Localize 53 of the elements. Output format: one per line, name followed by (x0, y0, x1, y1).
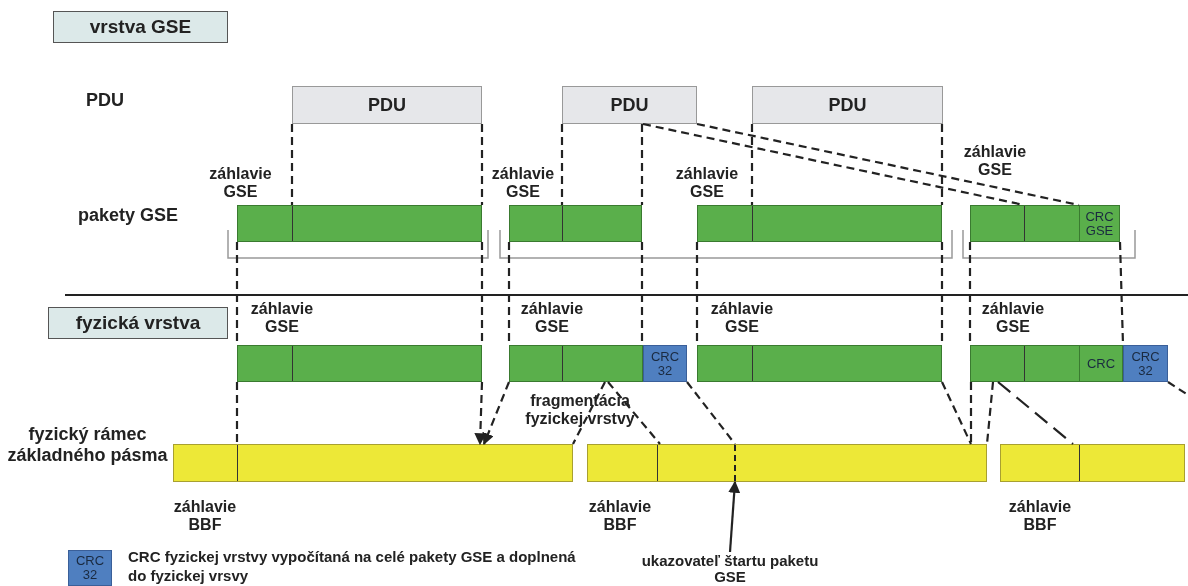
dashed-connector (560, 124, 564, 205)
gse-packet-bar (237, 205, 482, 242)
dashed-connector (480, 124, 484, 205)
dashed-connector (940, 124, 944, 205)
header-label: záhlavie GSE (519, 300, 585, 337)
dashed-connector (572, 381, 606, 445)
pointer-caption: ukazovateľ štartu paketu GSE (640, 552, 820, 586)
dashed-connector (969, 382, 973, 444)
arrow (728, 480, 741, 553)
header-label: záhlavie BBF (172, 498, 238, 535)
gse-packet-bar (509, 205, 642, 242)
layer-title-box: fyzická vrstva (48, 307, 228, 339)
baseband-frame-bar (587, 444, 987, 482)
dashed-connector (235, 382, 239, 444)
header-label: záhlavie BBF (1007, 498, 1073, 535)
crc-cell: CRC 32 (643, 345, 687, 382)
row-label: pakety GSE (76, 205, 179, 226)
gse-packet-bar (697, 205, 942, 242)
row-label: PDU (85, 90, 125, 111)
header-label: záhlavie BBF (587, 498, 653, 535)
row-label: fyzický rámec základného pásma (6, 424, 169, 466)
dashed-connector (607, 381, 661, 445)
gse-packet-bar (237, 345, 482, 382)
legend-swatch: CRC 32 (68, 550, 112, 586)
dashed-connector (750, 124, 754, 205)
header-label: záhlavie GSE (490, 165, 556, 202)
baseband-frame-bar (173, 444, 573, 482)
dashed-connector (997, 381, 1074, 445)
dashed-connector (1167, 381, 1188, 396)
dashed-connector (985, 381, 995, 445)
gse-packet-bar (970, 205, 1120, 242)
header-label: záhlavie GSE (709, 300, 775, 337)
dashed-connector (696, 122, 1080, 207)
pdu-box: PDU (562, 86, 697, 124)
gse-packet-bar (697, 345, 942, 382)
dashed-connector (290, 124, 294, 205)
crc-cell: CRC 32 (1123, 345, 1168, 382)
baseband-frame-bar (1000, 444, 1185, 482)
pdu-box: PDU (752, 86, 943, 124)
header-label: záhlavie GSE (980, 300, 1046, 337)
dashed-connector (482, 381, 511, 446)
header-label: záhlavie GSE (249, 300, 315, 337)
pdu-box: PDU (292, 86, 482, 124)
annotation-label: fragmentácia fyzickej vrstvy (524, 392, 636, 429)
dashed-connector (941, 381, 972, 445)
header-label: záhlavie GSE (208, 165, 273, 202)
layer-title-box: vrstva GSE (53, 11, 228, 43)
gse-packet-bar (970, 345, 1123, 382)
dashed-connector (640, 124, 644, 205)
header-label: záhlavie GSE (962, 143, 1028, 180)
gse-packet-bar (509, 345, 643, 382)
legend-text: CRC fyzickej vrstvy vypočítaná na celé pakety GSE a doplnená do fyzickej vrsvy (128, 548, 577, 586)
header-label: záhlavie GSE (674, 165, 740, 202)
